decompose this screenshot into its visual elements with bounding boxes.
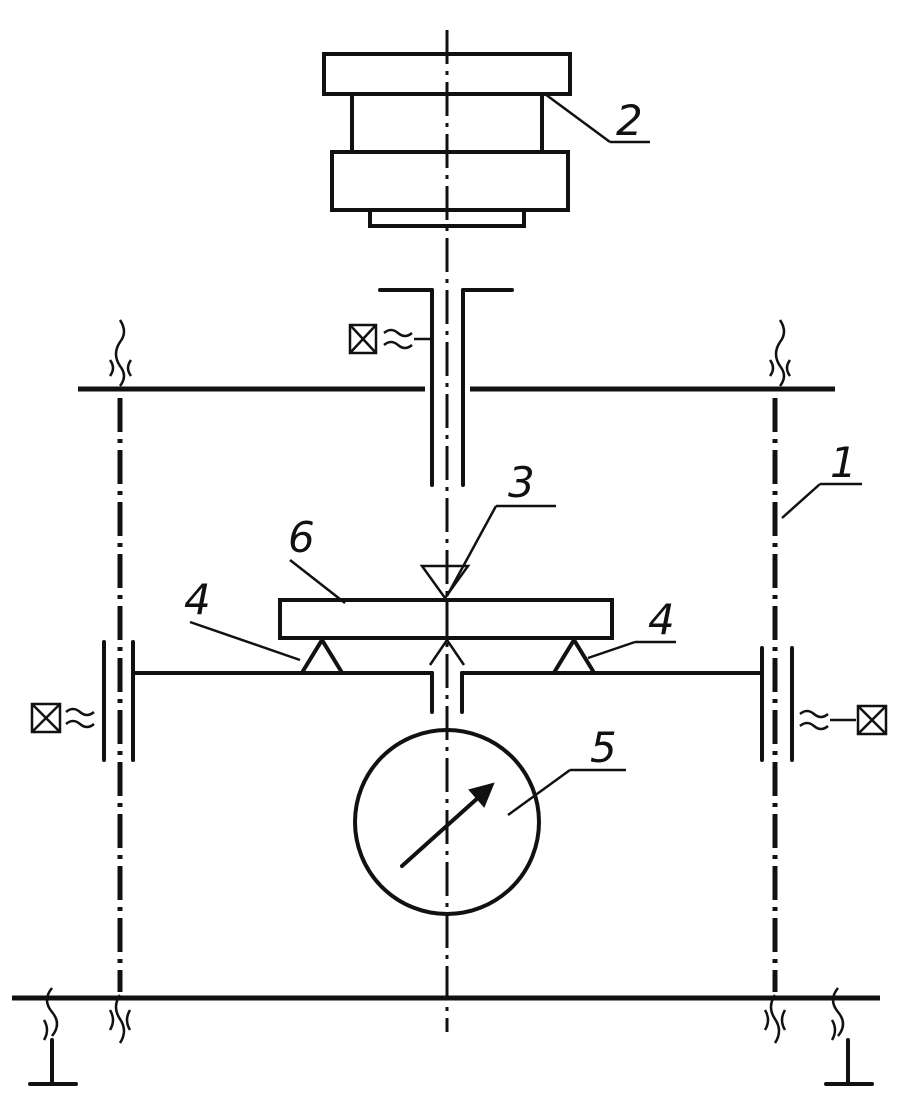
side-guides: [102, 640, 794, 762]
indenter: [419, 564, 471, 601]
label-indenter: 3: [508, 458, 535, 507]
fixture-box-left: [30, 702, 95, 734]
label-frame: 1: [830, 438, 857, 487]
support-table: [133, 671, 764, 714]
supports: [301, 636, 595, 673]
label-specimen: 6: [288, 513, 315, 562]
break-marks: [42, 319, 845, 1044]
fixture-box-upper: [348, 323, 430, 355]
frame: [12, 386, 880, 1001]
guide-sleeve: [378, 288, 514, 487]
label-support-right: 4: [648, 595, 675, 644]
fixture-box-right: [799, 704, 888, 736]
leader-lines: [189, 92, 862, 817]
label-press-head: 2: [616, 96, 643, 145]
frame-feet: [28, 1038, 874, 1086]
label-dial-gauge: 5: [590, 723, 617, 772]
label-support-left: 4: [184, 575, 211, 624]
dial-gauge: [353, 728, 541, 916]
specimen-bar: [278, 598, 614, 640]
